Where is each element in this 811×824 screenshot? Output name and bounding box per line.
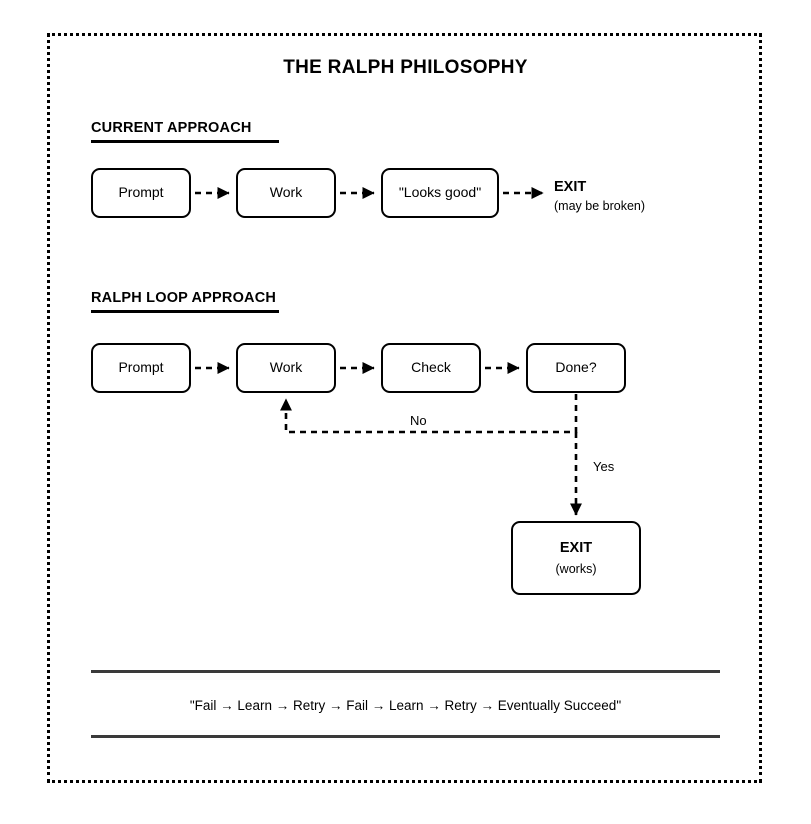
exit-title: EXIT [554,179,587,195]
page-title: THE RALPH PHILOSOPHY [283,57,528,78]
edge-label-no: No [406,413,431,428]
node-ralph-check[interactable]: Check [381,343,481,393]
node-label: Work [269,184,303,201]
node-label: Done? [555,359,597,376]
footer-rule-top [91,670,720,673]
node-ralph-work[interactable]: Work [236,343,336,393]
node-ralph-done[interactable]: Done? [526,343,626,393]
node-label: Prompt [118,359,164,376]
exit-subtitle: (works) [555,561,597,576]
exit-subtitle: (may be broken) [554,198,646,213]
section-heading-ralph-loop-approach: RALPH LOOP APPROACH [91,290,277,306]
node-ralph-prompt[interactable]: Prompt [91,343,191,393]
terminal-exit-may-be-broken: EXIT (may be broken) [554,178,714,214]
node-label: "Looks good" [398,184,482,201]
section-underline-ralph-loop-approach [91,310,279,313]
footer-rule-bottom [91,735,720,738]
exit-title: EXIT [559,539,593,556]
node-label: Work [269,359,303,376]
node-current-looks-good[interactable]: "Looks good" [381,168,499,218]
section-heading-current-approach: CURRENT APPROACH [91,120,252,136]
node-current-work[interactable]: Work [236,168,336,218]
edge-label-yes: Yes [589,459,619,474]
section-underline-current-approach [91,140,279,143]
footer-quote: "Fail → Learn → Retry → Fail → Learn → R… [189,698,622,713]
node-current-prompt[interactable]: Prompt [91,168,191,218]
node-label: Check [411,359,451,376]
node-ralph-exit-works[interactable]: EXIT (works) [511,521,641,595]
node-label: Prompt [118,184,164,201]
